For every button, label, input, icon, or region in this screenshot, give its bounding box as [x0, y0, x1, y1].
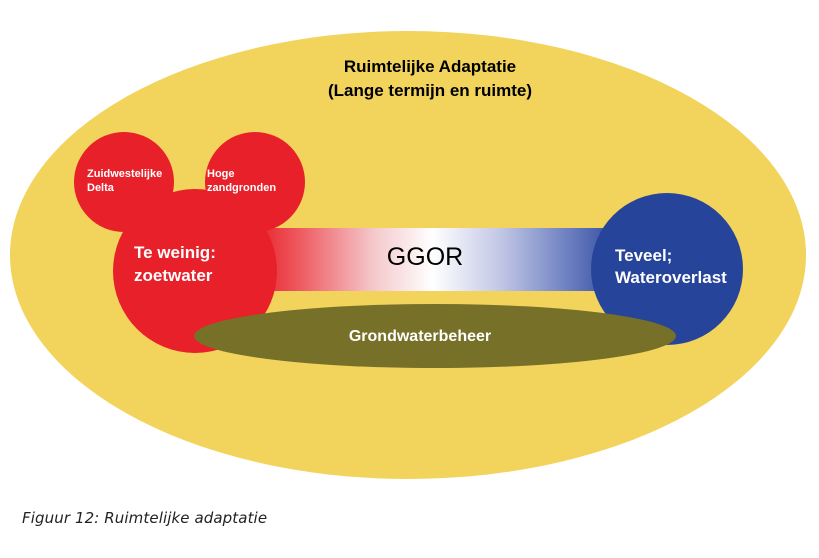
figure-caption: Figuur 12: Ruimtelijke adaptatie — [22, 509, 268, 527]
label-hoge-zandgronden-line2: zandgronden — [207, 182, 276, 194]
label-grondwaterbeheer: Grondwaterbeheer — [349, 328, 491, 345]
label-zuidwestelijke-line2: Delta — [87, 182, 115, 194]
ruimtelijke-adaptatie-diagram: Ruimtelijke Adaptatie (Lange termijn en … — [10, 31, 806, 479]
label-zuidwestelijke-line1: Zuidwestelijke — [87, 168, 162, 180]
grondwaterbeheer-ellipse — [194, 304, 676, 368]
circle-teveel-wateroverlast — [591, 193, 743, 345]
diagram-title-line1: Ruimtelijke Adaptatie — [344, 57, 516, 76]
circle-te-weinig-zoetwater — [113, 189, 277, 353]
ggor-gradient-bar — [255, 228, 625, 291]
label-ggor: GGOR — [387, 243, 463, 271]
label-teveel: Teveel; — [615, 246, 672, 265]
label-te-weinig: Te weinig: — [134, 243, 216, 262]
diagram-title-line2: (Lange termijn en ruimte) — [328, 81, 532, 100]
label-hoge-zandgronden-line1: Hoge — [207, 168, 235, 180]
label-zoetwater: zoetwater — [134, 266, 213, 285]
label-wateroverlast: Wateroverlast — [615, 268, 727, 287]
